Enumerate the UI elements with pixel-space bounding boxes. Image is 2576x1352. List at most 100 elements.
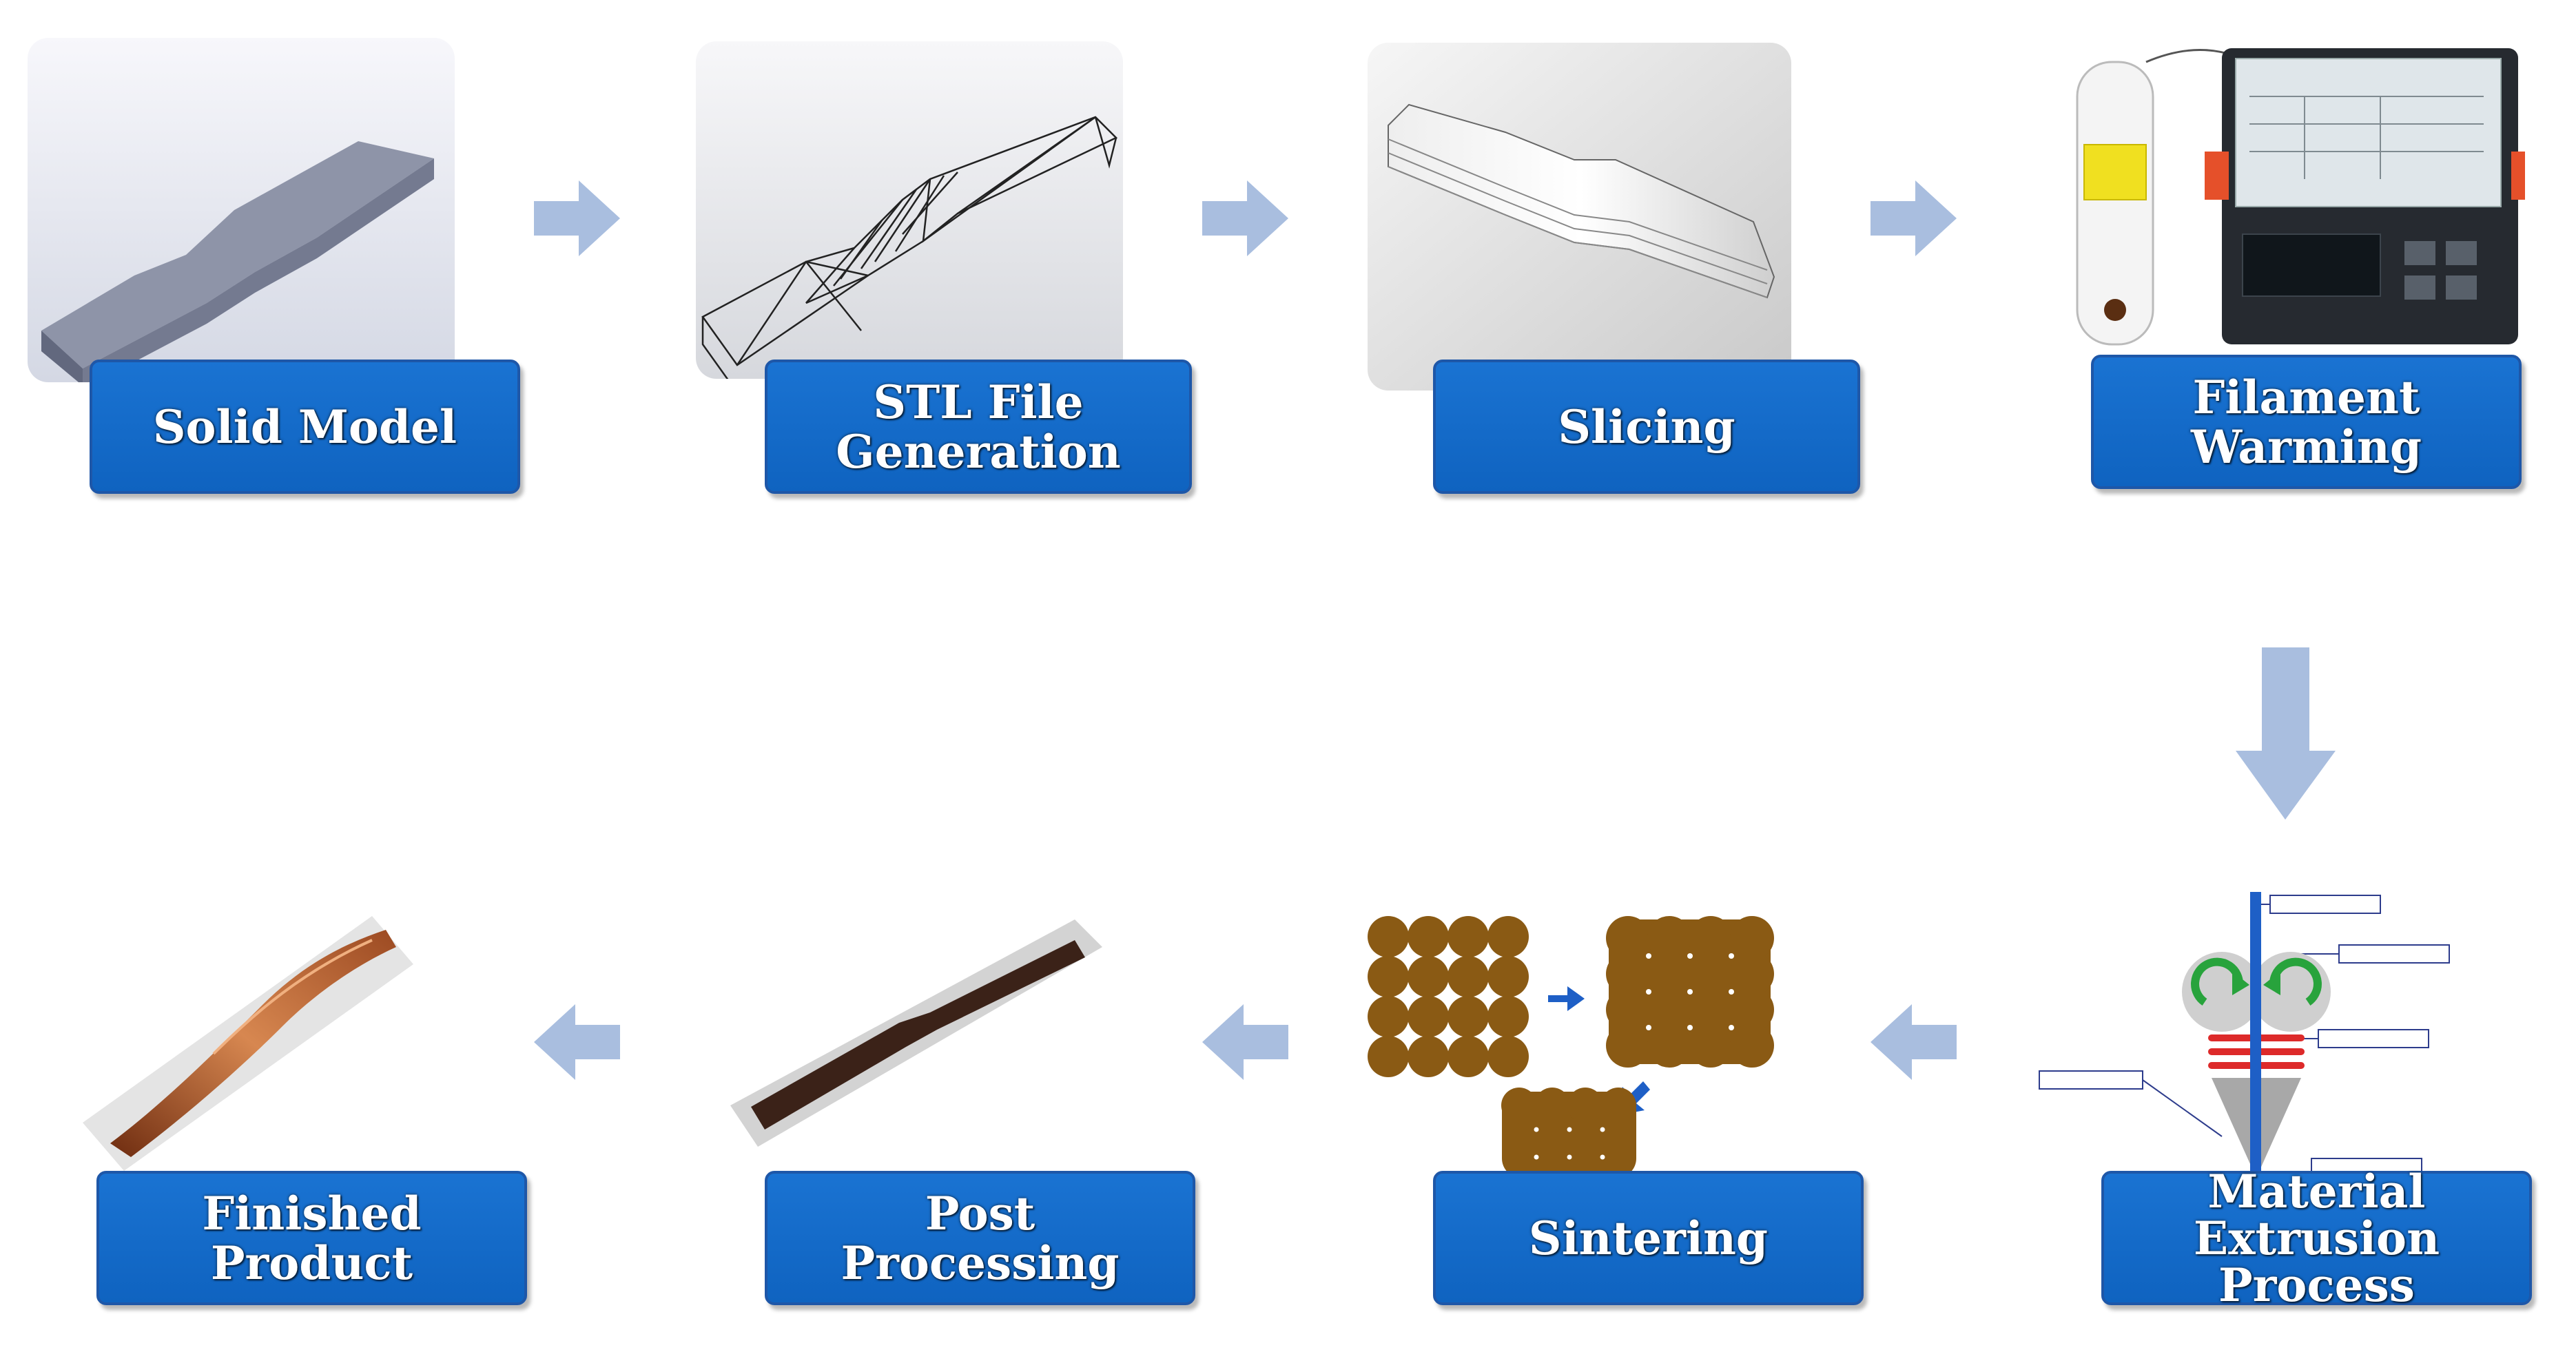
loose-particle (1408, 916, 1449, 957)
pore-dot (1405, 994, 1411, 999)
pore-dot (1600, 1154, 1605, 1160)
loose-particle (1487, 916, 1529, 957)
necked-particle (1730, 952, 1774, 996)
necked-particle (1689, 916, 1733, 960)
pore-dot (1646, 989, 1651, 995)
specimen-top-face (41, 141, 434, 368)
necked-particle (1606, 952, 1650, 996)
pore-dot (1687, 989, 1693, 995)
pore-dot (1567, 1154, 1572, 1160)
pore-dot (1445, 954, 1451, 959)
block-arrow-icon (1871, 1004, 1957, 1080)
pore-dot (1646, 1025, 1651, 1030)
step-slicing: Slicing (1433, 360, 1860, 494)
flow-arrow-3 (1871, 180, 1957, 256)
flow-arrow-5 (1202, 1004, 1288, 1080)
necked-particle (1647, 916, 1691, 960)
necked-particle (1606, 1023, 1650, 1068)
heater-tube (2076, 61, 2154, 346)
step-sintering: Sintering (1433, 1171, 1864, 1305)
necked-particle (1689, 1023, 1733, 1068)
pore-dot (1687, 1025, 1693, 1030)
blue-arrow-icon (1548, 986, 1585, 1011)
specimen-side-face (41, 331, 83, 382)
pore-dot (1405, 954, 1411, 959)
step-material-extrusion-text: Material Extrusion Process (2193, 1164, 2440, 1312)
flow-arrow-6 (534, 1004, 620, 1080)
pore-dot (1485, 1034, 1491, 1039)
step-post-processing-text: Post Processing (841, 1186, 1120, 1290)
block-arrow-icon (1202, 1004, 1288, 1080)
necked-particle (1647, 988, 1691, 1032)
step-stl-generation-text: STL File Generation (836, 375, 1121, 479)
step-filament-warming-text: Filament Warming (2191, 370, 2422, 474)
step-slicing-text: Slicing (1558, 399, 1735, 454)
loose-particle (1408, 1036, 1449, 1077)
flow-arrow-1 (534, 180, 620, 256)
step-post-processing: Post Processing (765, 1171, 1195, 1305)
necked-particle (1730, 988, 1774, 1032)
step-solid-model-text: Solid Model (152, 399, 457, 454)
necked-particle (1689, 952, 1733, 996)
pore-dot (1687, 953, 1693, 959)
extrusion-schematic (2039, 892, 2450, 1178)
loose-particle (1368, 956, 1409, 997)
necked-particle (1647, 1023, 1691, 1068)
dense-particle (1501, 1088, 1537, 1123)
loose-particle (1447, 916, 1489, 957)
filament-strand (2250, 892, 2261, 1178)
pore-dot (1729, 1025, 1734, 1030)
loose-particle (1487, 996, 1529, 1037)
pore-dot (1445, 1034, 1451, 1039)
sintering-illustration (1368, 916, 1774, 1178)
pore-dot (1729, 989, 1734, 995)
stl-wireframe-illustration (696, 41, 1123, 379)
loose-particle (1487, 956, 1529, 997)
necked-particle (1606, 988, 1650, 1032)
block-arrow-icon (534, 180, 620, 256)
pore-dot (1405, 1034, 1411, 1039)
loose-particle (1368, 916, 1409, 957)
necked-particle (1647, 952, 1691, 996)
slicing-illustration (1368, 43, 1791, 391)
step-stl-generation: STL File Generation (765, 360, 1192, 494)
step-finished-product-text: Finished Product (202, 1187, 422, 1290)
block-arrow-icon (2236, 647, 2336, 820)
pore-dot (1534, 1154, 1539, 1160)
step-material-extrusion: Material Extrusion Process (2101, 1168, 2532, 1309)
dense-particle (1534, 1088, 1570, 1123)
block-arrow-icon (534, 1004, 620, 1080)
step-filament-warming: Filament Warming (2091, 355, 2522, 489)
flow-arrow-2 (1202, 180, 1288, 256)
loose-particle (1408, 956, 1449, 997)
flow-arrow-4 (1871, 1004, 1957, 1080)
pore-dot (1646, 953, 1651, 959)
necked-particle (1730, 1023, 1774, 1068)
pore-dot (1485, 994, 1491, 999)
pore-dot (1729, 953, 1734, 959)
block-arrow-icon (1871, 180, 1957, 256)
necked-particle (1730, 916, 1774, 960)
pore-dot (1485, 954, 1491, 959)
block-arrow-icon (1202, 180, 1288, 256)
loose-particle (1487, 1036, 1529, 1077)
pore-dot (1534, 1127, 1539, 1132)
necked-particle (1606, 916, 1650, 960)
loose-particle (1408, 996, 1449, 1037)
solid-model-illustration (28, 38, 455, 382)
loose-particle (1447, 996, 1489, 1037)
post-processed-part-illustration (730, 919, 1102, 1147)
loose-particle (1447, 1036, 1489, 1077)
loose-particle (1368, 996, 1409, 1037)
step-finished-product: Finished Product (96, 1171, 527, 1305)
filament-warming-illustration (2076, 48, 2525, 346)
necked-particle (1689, 988, 1733, 1032)
step-sintering-text: Sintering (1528, 1211, 1769, 1265)
dense-particle (1567, 1088, 1603, 1123)
dense-particle (1600, 1088, 1636, 1123)
finished-product-illustration (83, 916, 413, 1171)
pore-dot (1600, 1127, 1605, 1132)
pore-dot (1445, 994, 1451, 999)
loose-particle (1447, 956, 1489, 997)
